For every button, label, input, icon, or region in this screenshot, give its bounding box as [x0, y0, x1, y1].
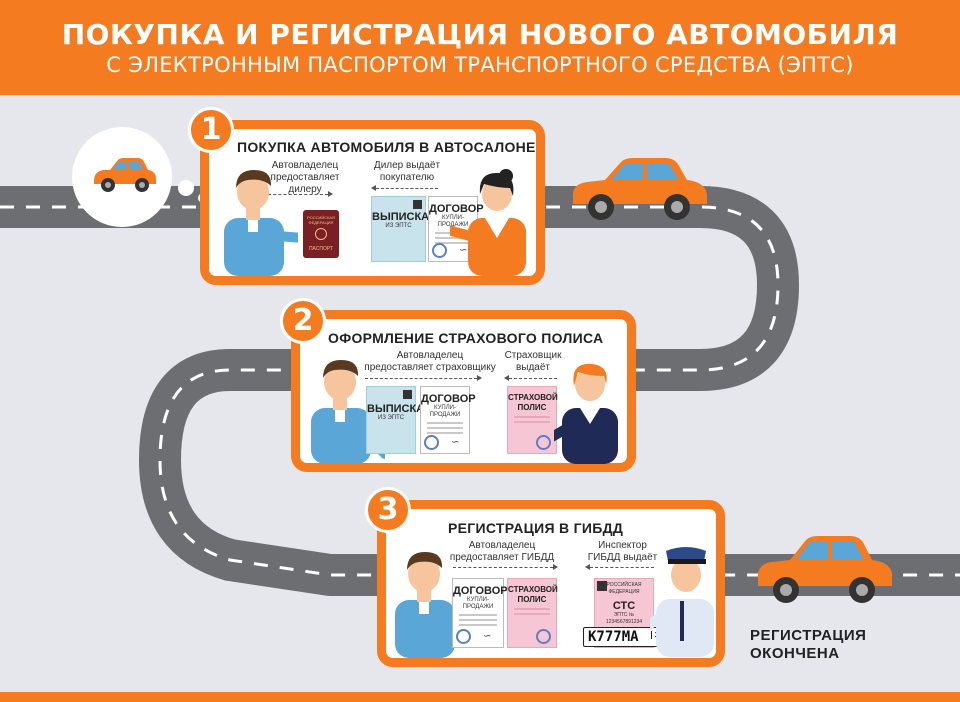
step3-note-owner: Автовладелец предоставляет ГИБДД	[449, 540, 555, 563]
doc-insurance-policy: СТРАХОВОЙ ПОЛИС	[507, 578, 558, 648]
finish-label: РЕГИСТРАЦИЯ ОКОНЧЕНА	[750, 627, 867, 662]
signature-icon: ∽	[483, 631, 492, 642]
arrow-right	[268, 194, 328, 195]
step2-note-owner: Автовладелец предоставляет страховщику	[364, 350, 496, 373]
signature-icon: ∽	[451, 437, 460, 448]
person-icon	[554, 363, 618, 464]
step-badge-1: 1	[188, 107, 234, 153]
step2-note-insurer: Страховщик выдаёт	[504, 350, 562, 373]
arrow-head-icon	[504, 375, 509, 381]
doc-extract-eptc: ВЫПИСКА ИЗ ЭПТС	[366, 386, 424, 454]
doc-sale-contract: ДОГОВОР КУПЛИ-ПРОДАЖИ ∽	[420, 386, 476, 454]
arrow-head-icon	[477, 375, 482, 381]
signature-icon: ∽	[459, 245, 468, 256]
page-subtitle: С ЭЛЕКТРОННЫМ ПАСПОРТОМ ТРАНСПОРТНОГО СР…	[106, 53, 854, 77]
page-title: ПОКУПКА И РЕГИСТРАЦИЯ НОВОГО АВТОМОБИЛЯ	[61, 18, 899, 51]
bottom-bar	[0, 692, 960, 702]
stamp-icon	[456, 629, 471, 644]
stamp-icon	[432, 243, 447, 258]
step3-note-inspector: Инспектор ГИБДД выдаёт	[587, 540, 658, 563]
arrow-head-icon	[553, 564, 558, 570]
arrow-head-icon	[585, 564, 590, 570]
arrow-left	[376, 188, 438, 189]
step-title-2: ОФОРМЛЕНИЕ СТРАХОВОГО ПОЛИСА	[328, 330, 604, 346]
car-icon	[94, 158, 156, 192]
step-title-1: ПОКУПКА АВТОМОБИЛЯ В АВТОСАЛОНЕ	[237, 139, 536, 155]
arrow-right	[365, 378, 477, 379]
car-icon	[572, 158, 707, 220]
doc-sale-contract: ДОГОВОР КУПЛИ-ПРОДАЖИ ∽	[452, 578, 508, 648]
step-badge-3: 3	[365, 487, 411, 533]
stamp-icon	[424, 435, 439, 450]
car-icon	[757, 536, 892, 603]
arrow-right	[453, 567, 553, 568]
doc-insurance-policy: СТРАХОВОЙ ПОЛИС	[507, 386, 558, 454]
person-icon	[224, 170, 298, 276]
stamp-icon	[536, 629, 551, 644]
thought-dot-icon	[178, 180, 194, 196]
arrow-head-icon	[371, 185, 376, 191]
step1-note-owner: Автовладелец предоставляет дилеру	[270, 160, 340, 195]
step-title-3: РЕГИСТРАЦИЯ В ГИБДД	[448, 520, 624, 536]
passport-icon: РОССИЙСКАЯ ФЕДЕРАЦИЯ ПАСПОРТ	[303, 210, 339, 258]
step-badge-2: 2	[280, 298, 326, 344]
person-icon	[650, 547, 714, 657]
doc-extract-eptc: ВЫПИСКА ИЗ ЭПТС	[371, 196, 429, 262]
header-banner: ПОКУПКА И РЕГИСТРАЦИЯ НОВОГО АВТОМОБИЛЯ …	[0, 0, 960, 95]
arrow-left	[509, 378, 557, 379]
step1-note-dealer: Дилер выдаёт покупателю	[373, 160, 441, 183]
arrow-head-icon	[328, 191, 333, 197]
arrow-left	[590, 567, 654, 568]
person-icon	[395, 552, 469, 658]
person-icon	[450, 169, 526, 276]
stamp-icon	[536, 435, 551, 450]
